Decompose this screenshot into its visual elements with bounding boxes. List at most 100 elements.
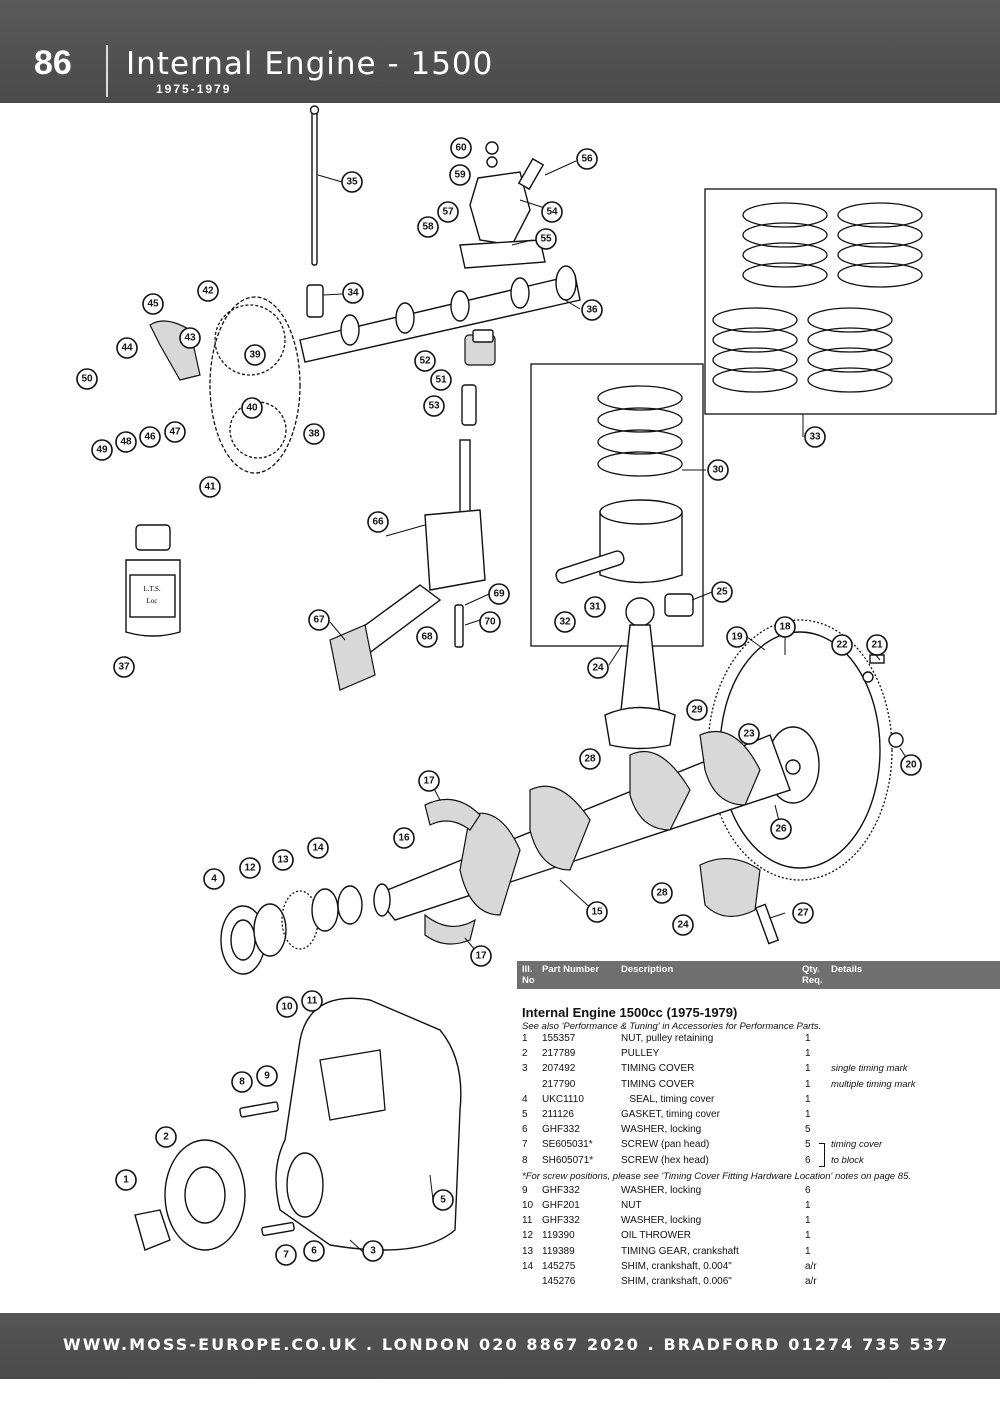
qty-cell: 1 — [805, 1078, 811, 1090]
callout-23: 23 — [738, 723, 760, 745]
qty-cell: 1 — [805, 1215, 811, 1227]
svg-text:34: 34 — [347, 288, 359, 299]
distributor-housing — [459, 141, 546, 269]
svg-text:26: 26 — [775, 824, 787, 835]
svg-text:44: 44 — [121, 343, 133, 354]
svg-text:11: 11 — [307, 996, 318, 1007]
main-bearing-upper — [424, 798, 481, 831]
svg-text:1: 1 — [123, 1175, 129, 1186]
svg-text:69: 69 — [493, 589, 505, 600]
svg-text:2: 2 — [163, 1132, 169, 1143]
callout-67: 67 — [308, 609, 330, 631]
exploded-parts-diagram: L.T.S. Loc — [76, 105, 997, 1266]
svg-text:66: 66 — [372, 517, 384, 528]
oil-pump — [329, 439, 486, 691]
camshaft — [299, 265, 581, 363]
section-title: Internal Engine 1500cc (1975-1979) — [522, 1005, 738, 1020]
svg-text:38: 38 — [308, 429, 320, 440]
callout-56: 56 — [576, 148, 598, 170]
sealant-bottle: L.T.S. Loc — [125, 524, 181, 637]
callout-6: 6 — [303, 1240, 325, 1262]
svg-text:52: 52 — [419, 356, 431, 367]
qty-cell: 1 — [805, 1033, 811, 1044]
callout-45: 45 — [142, 293, 164, 315]
callout-21: 21 — [866, 634, 888, 656]
svg-text:15: 15 — [591, 907, 603, 918]
callout-42: 42 — [197, 280, 219, 302]
part-number-cell: SE605031* — [542, 1139, 593, 1151]
ill-no-cell: 5 — [522, 1108, 528, 1120]
svg-text:54: 54 — [546, 207, 558, 218]
svg-text:4: 4 — [211, 874, 217, 885]
svg-text:50: 50 — [81, 374, 93, 385]
svg-text:5: 5 — [440, 1195, 446, 1206]
callout-68: 68 — [416, 626, 438, 648]
ill-no-cell: 7 — [522, 1139, 528, 1151]
callout-3: 3 — [362, 1240, 384, 1262]
svg-text:23: 23 — [743, 729, 755, 740]
flywheel — [707, 619, 904, 881]
callout-27: 27 — [792, 902, 814, 924]
callout-28a: 28 — [579, 748, 601, 770]
col-part-number: Part Number — [542, 964, 600, 975]
callout-49: 49 — [91, 439, 113, 461]
qty-cell: 1 — [805, 1230, 811, 1242]
part-number-cell: SH605071* — [542, 1154, 594, 1166]
description-cell: OIL THROWER — [621, 1230, 692, 1242]
svg-text:19: 19 — [731, 632, 743, 643]
callout-29: 29 — [686, 699, 708, 721]
page-title: Internal Engine - 1500 — [126, 46, 494, 82]
details-cell: multiple timing mark — [831, 1078, 916, 1090]
svg-text:35: 35 — [346, 177, 358, 188]
part-number-cell: 155357 — [542, 1033, 576, 1044]
description-cell: SHIM, crankshaft, 0.004" — [621, 1260, 732, 1272]
bearing-cap — [699, 857, 761, 917]
description-cell: NUT — [621, 1200, 642, 1212]
ill-no-cell: 14 — [522, 1260, 534, 1272]
part-number-cell: UKC1110 — [542, 1093, 584, 1105]
piston-rings — [597, 385, 683, 477]
hex-screw — [239, 1101, 279, 1118]
col-qty: Qty. Req. — [802, 964, 823, 986]
callout-1: 1 — [115, 1169, 137, 1191]
piston-box — [530, 363, 704, 647]
svg-text:37: 37 — [118, 662, 130, 673]
callout-37: 37 — [113, 656, 135, 678]
svg-text:33: 33 — [809, 432, 821, 443]
callout-20: 20 — [900, 754, 922, 776]
svg-text:22: 22 — [836, 640, 848, 651]
description-cell: TIMING COVER — [621, 1063, 695, 1075]
callout-17b: 17 — [470, 945, 492, 967]
svg-text:24: 24 — [677, 920, 689, 931]
ill-no-cell: 13 — [522, 1245, 534, 1257]
ill-no-cell: 10 — [522, 1200, 534, 1212]
callout-41: 41 — [199, 476, 221, 498]
callout-11: 11 — [301, 990, 323, 1012]
qty-cell: 5 — [805, 1124, 811, 1136]
description-cell: SHIM, crankshaft, 0.006" — [621, 1276, 732, 1287]
oil-pump-drive-gear — [461, 329, 496, 426]
col-details: Details — [831, 964, 863, 975]
callout-58: 58 — [417, 216, 439, 238]
callout-13: 13 — [272, 849, 294, 871]
svg-text:67: 67 — [313, 615, 325, 626]
svg-text:21: 21 — [871, 640, 883, 651]
description-cell: TIMING COVER — [621, 1078, 695, 1090]
svg-text:60: 60 — [455, 143, 467, 154]
callout-59: 59 — [449, 164, 471, 186]
description-cell: WASHER, locking — [621, 1184, 702, 1196]
description-cell: GASKET, timing cover — [621, 1108, 720, 1120]
svg-text:51: 51 — [435, 375, 447, 386]
callout-39: 39 — [244, 344, 266, 366]
table-header: Ill. No Part Number Description Qty. Req… — [517, 961, 1000, 989]
svg-text:6: 6 — [311, 1246, 317, 1257]
